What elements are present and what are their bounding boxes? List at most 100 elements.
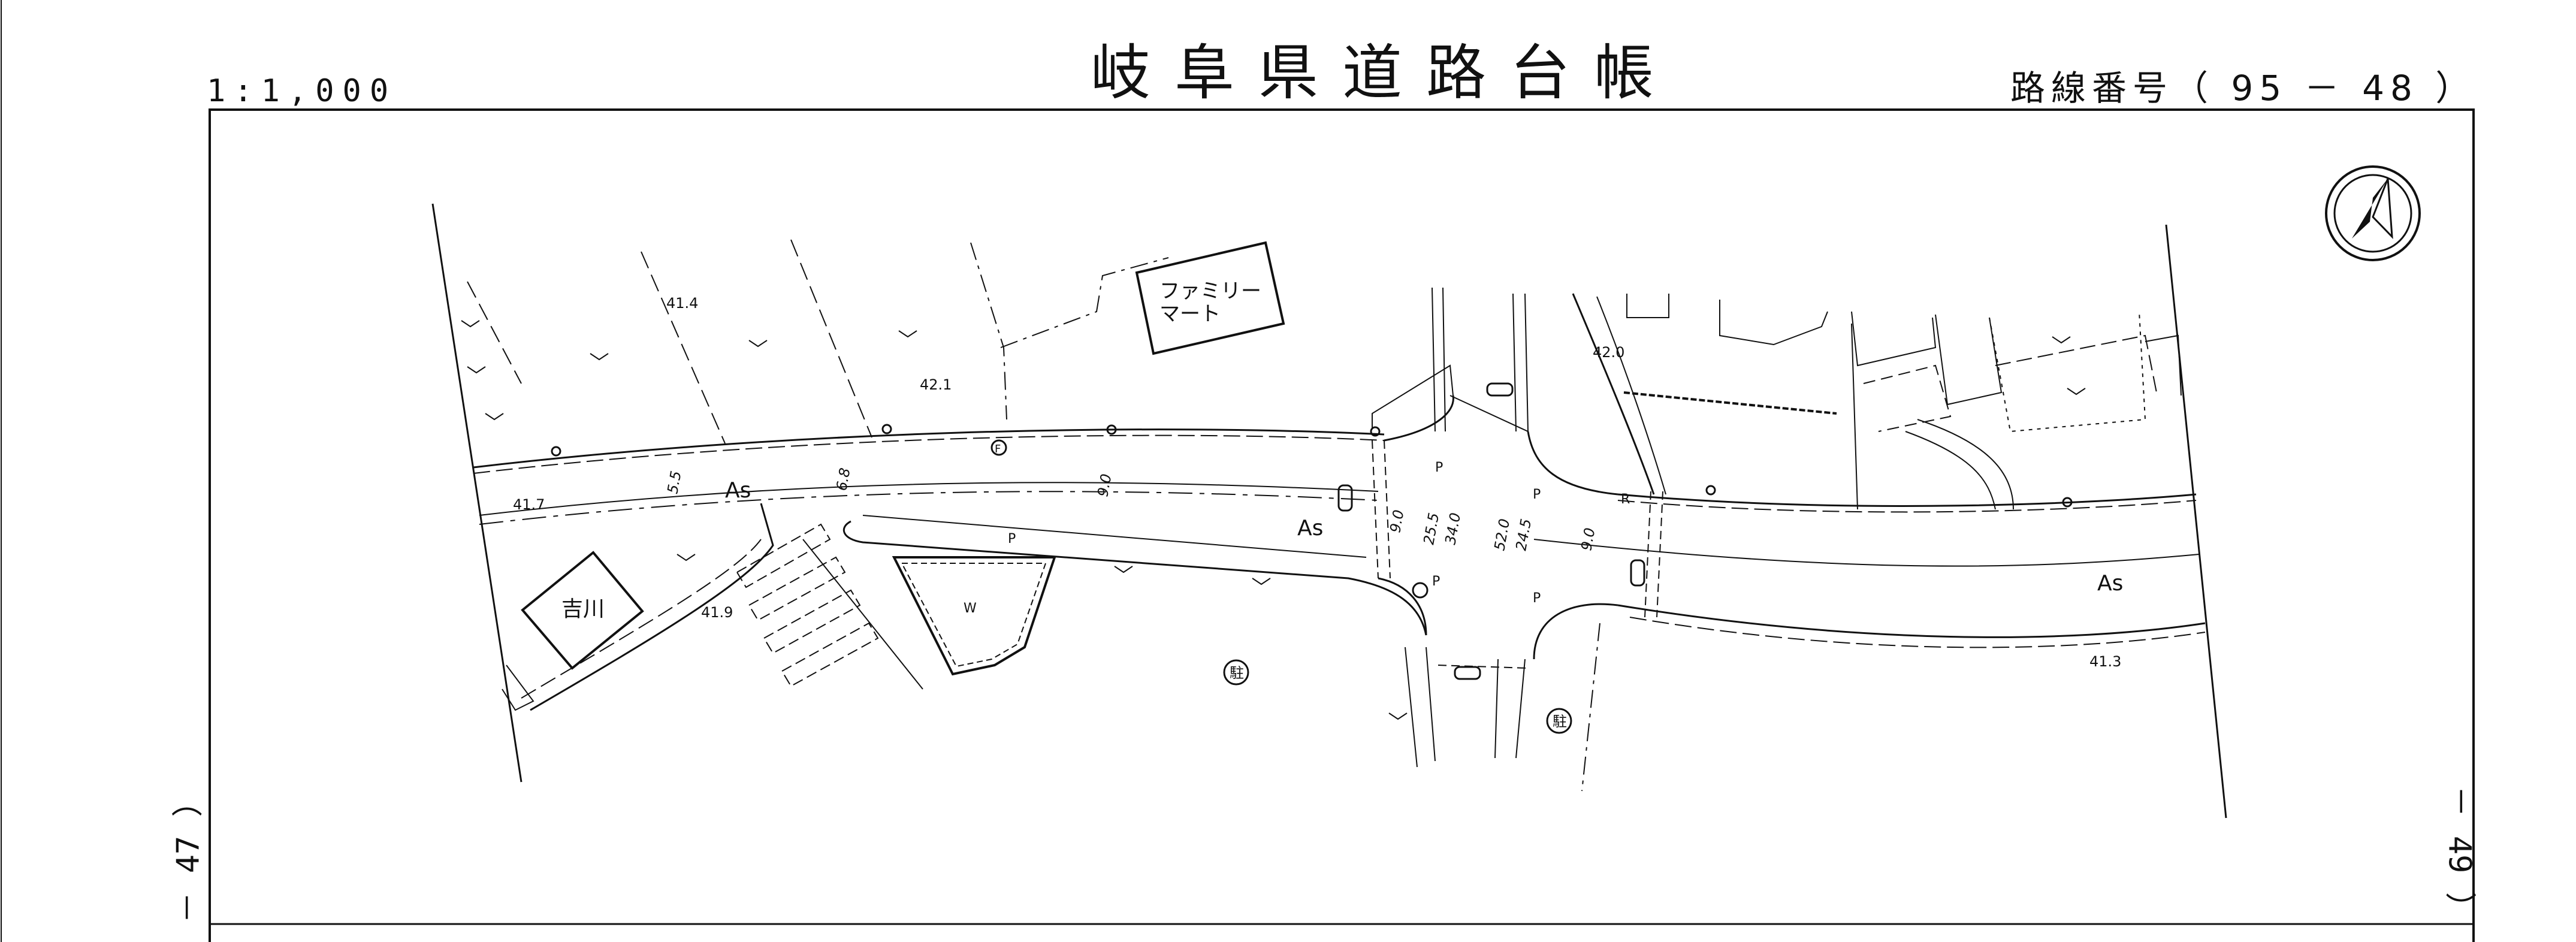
sheet-boundary-right xyxy=(2165,224,2227,819)
frontage-road-south-west xyxy=(530,503,774,711)
pedestrian-label: P xyxy=(1533,487,1541,502)
width-label: 9.0 xyxy=(1094,473,1115,498)
building-ne-1 xyxy=(1626,294,1669,318)
building-ne-edge xyxy=(2145,334,2182,396)
road-edge-north-west-dashed xyxy=(473,434,1385,474)
route-number: 路線番号（ 95 － 48 ） xyxy=(2010,68,2477,108)
page-title: 岐阜県道路台帳 xyxy=(1091,38,1678,108)
parcel-line-3 xyxy=(790,239,872,438)
median-edge-north xyxy=(862,515,1367,558)
crosswalk-south xyxy=(1438,665,1529,669)
pedestrian-label: P xyxy=(1432,574,1440,589)
parcel-line-1 xyxy=(467,281,522,384)
cross-road-south-east-edge-2 xyxy=(1515,659,1526,759)
parking-stall-1 xyxy=(736,523,831,588)
parcel-line-2 xyxy=(641,251,726,444)
crosswalk-east-2 xyxy=(1656,491,1663,618)
parking-stall-4 xyxy=(781,622,879,687)
diagonal-road-east xyxy=(1572,293,1655,495)
cross-road-north-east-edge xyxy=(1512,293,1517,432)
cross-road-north-west-edge xyxy=(1432,287,1436,432)
parcel-corner xyxy=(1372,364,1454,428)
road-edge-north-west xyxy=(473,428,1385,469)
parking-stall-3 xyxy=(763,589,861,654)
sheet-boundary-left xyxy=(431,203,523,783)
parking-stall-2 xyxy=(748,556,846,621)
drain-icon xyxy=(1486,382,1514,397)
store-label-line2: マート xyxy=(1159,302,1221,326)
width-label: 34.0 xyxy=(1442,512,1464,546)
pedestrian-label: P xyxy=(1533,591,1541,606)
width-label: 5.5 xyxy=(664,470,684,495)
house-label: 吉川 xyxy=(561,597,605,621)
utility-pole-icon xyxy=(1705,485,1716,496)
width-label: 52.0 xyxy=(1491,518,1513,552)
map-frame xyxy=(209,108,2475,942)
pedestrian-label: P xyxy=(1008,532,1016,547)
map-scale: 1:1,000 xyxy=(207,73,397,109)
width-label: 9.0 xyxy=(1387,509,1407,534)
parking-icon xyxy=(1223,659,1249,686)
parcel-line-4 xyxy=(970,242,1007,420)
hydrant-label: F xyxy=(995,443,1001,455)
parcel-dotted-ne xyxy=(1989,311,2146,433)
road-lane-line-west xyxy=(479,491,1379,525)
elevation-label: 41.4 xyxy=(666,295,698,312)
elevation-label: 41.7 xyxy=(513,496,545,513)
width-label: 9.0 xyxy=(1578,527,1598,552)
pavement-label: As xyxy=(725,478,751,503)
parcel-line-5 xyxy=(1000,257,1169,348)
fence-ne xyxy=(1623,391,1837,415)
cross-road-south-west-edge-2 xyxy=(1426,647,1436,762)
width-label: 6.8 xyxy=(833,467,853,492)
cross-road-south-west-edge xyxy=(1405,647,1418,768)
corner-north-east xyxy=(1527,431,1618,496)
building-ne-2 xyxy=(1719,300,1828,346)
corner-south-west xyxy=(1378,577,1427,636)
water-facility xyxy=(892,556,1056,676)
corner-south-east xyxy=(1533,603,1618,660)
utility-pole-icon xyxy=(2062,497,2073,508)
utility-pole-icon xyxy=(1106,424,1117,435)
building-ne-3 xyxy=(1851,311,1937,367)
drain-icon xyxy=(1454,666,1481,680)
shed-west xyxy=(502,665,534,711)
link-road-line xyxy=(1449,395,1529,432)
water-label: W xyxy=(964,601,977,616)
side-road-edge xyxy=(802,539,923,690)
pavement-label: As xyxy=(1297,516,1323,541)
corner-north-west xyxy=(1384,395,1454,442)
parking-label: 駐 xyxy=(1230,665,1244,681)
pavement-label: As xyxy=(2097,571,2123,596)
width-label: 25.5 xyxy=(1420,512,1442,546)
width-label: 24.5 xyxy=(1512,518,1535,552)
hydrant-icon xyxy=(990,439,1007,456)
crosswalk-west-2 xyxy=(1384,440,1391,579)
parking-label: 駐 xyxy=(1553,713,1567,730)
house-building xyxy=(521,551,644,670)
building-ne-dashed xyxy=(1863,364,1952,432)
elevation-label: 42.0 xyxy=(1593,344,1624,361)
water-facility-inner xyxy=(901,563,1047,668)
elevation-label: 41.9 xyxy=(701,604,733,621)
road-edge-north-east xyxy=(1617,493,2197,507)
drain-icon xyxy=(1337,484,1353,512)
hydrant-icon xyxy=(1412,582,1429,599)
crosswalk-east xyxy=(1644,491,1651,618)
road-center-east xyxy=(1533,539,2200,567)
road-edge-north-east-dashed xyxy=(1617,500,2197,513)
crosswalk-west xyxy=(1372,440,1379,579)
road-edge-south-east xyxy=(1617,604,2206,638)
parcel-line-ne xyxy=(1851,323,1858,510)
cross-road-north-east-edge-2 xyxy=(1524,293,1529,432)
elevation-label: 41.3 xyxy=(2089,653,2121,670)
building-ne-4 xyxy=(1935,314,2003,406)
road-edge-south-east-dashed xyxy=(1629,617,2206,648)
vegetation-marks xyxy=(461,320,2086,720)
cross-road-north-west-edge-2 xyxy=(1442,287,1446,432)
pedestrian-label: P xyxy=(1435,460,1443,475)
median-edge-south xyxy=(843,520,1427,636)
north-arrow-icon xyxy=(2325,165,2421,261)
convenience-store-building xyxy=(1135,241,1285,355)
